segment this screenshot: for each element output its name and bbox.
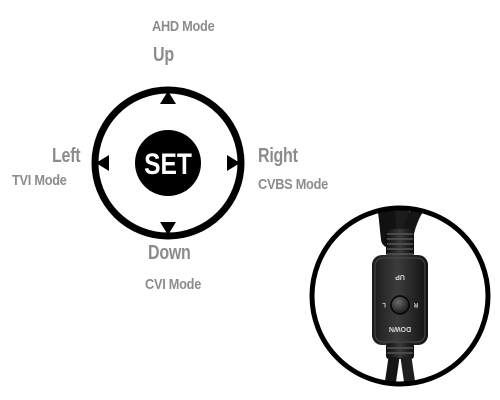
left-direction-label: Left (52, 145, 81, 167)
joystick-button[interactable] (390, 295, 410, 315)
triangle-down-icon[interactable] (160, 222, 176, 235)
set-button[interactable]: SET (135, 130, 201, 196)
down-direction-label: Down (148, 242, 191, 264)
left-marking: L (382, 301, 386, 307)
set-button-label: SET (144, 147, 192, 181)
left-mode-label: TVI Mode (12, 172, 67, 189)
dpad-diagram: SET (91, 86, 245, 240)
cable-control-photo: UP DOWN L R (309, 205, 491, 387)
right-direction-label: Right (258, 145, 298, 167)
up-marking: UP (395, 273, 405, 280)
down-marking: DOWN (389, 325, 411, 332)
triangle-left-icon[interactable] (96, 155, 109, 171)
right-mode-label: CVBS Mode (258, 176, 328, 193)
triangle-right-icon[interactable] (227, 155, 240, 171)
down-mode-label: CVI Mode (145, 276, 202, 293)
up-direction-label: Up (153, 44, 174, 66)
right-marking: R (413, 301, 418, 307)
photo-frame-ring (309, 205, 491, 387)
triangle-up-icon[interactable] (160, 91, 176, 104)
up-mode-label: AHD Mode (152, 18, 215, 35)
